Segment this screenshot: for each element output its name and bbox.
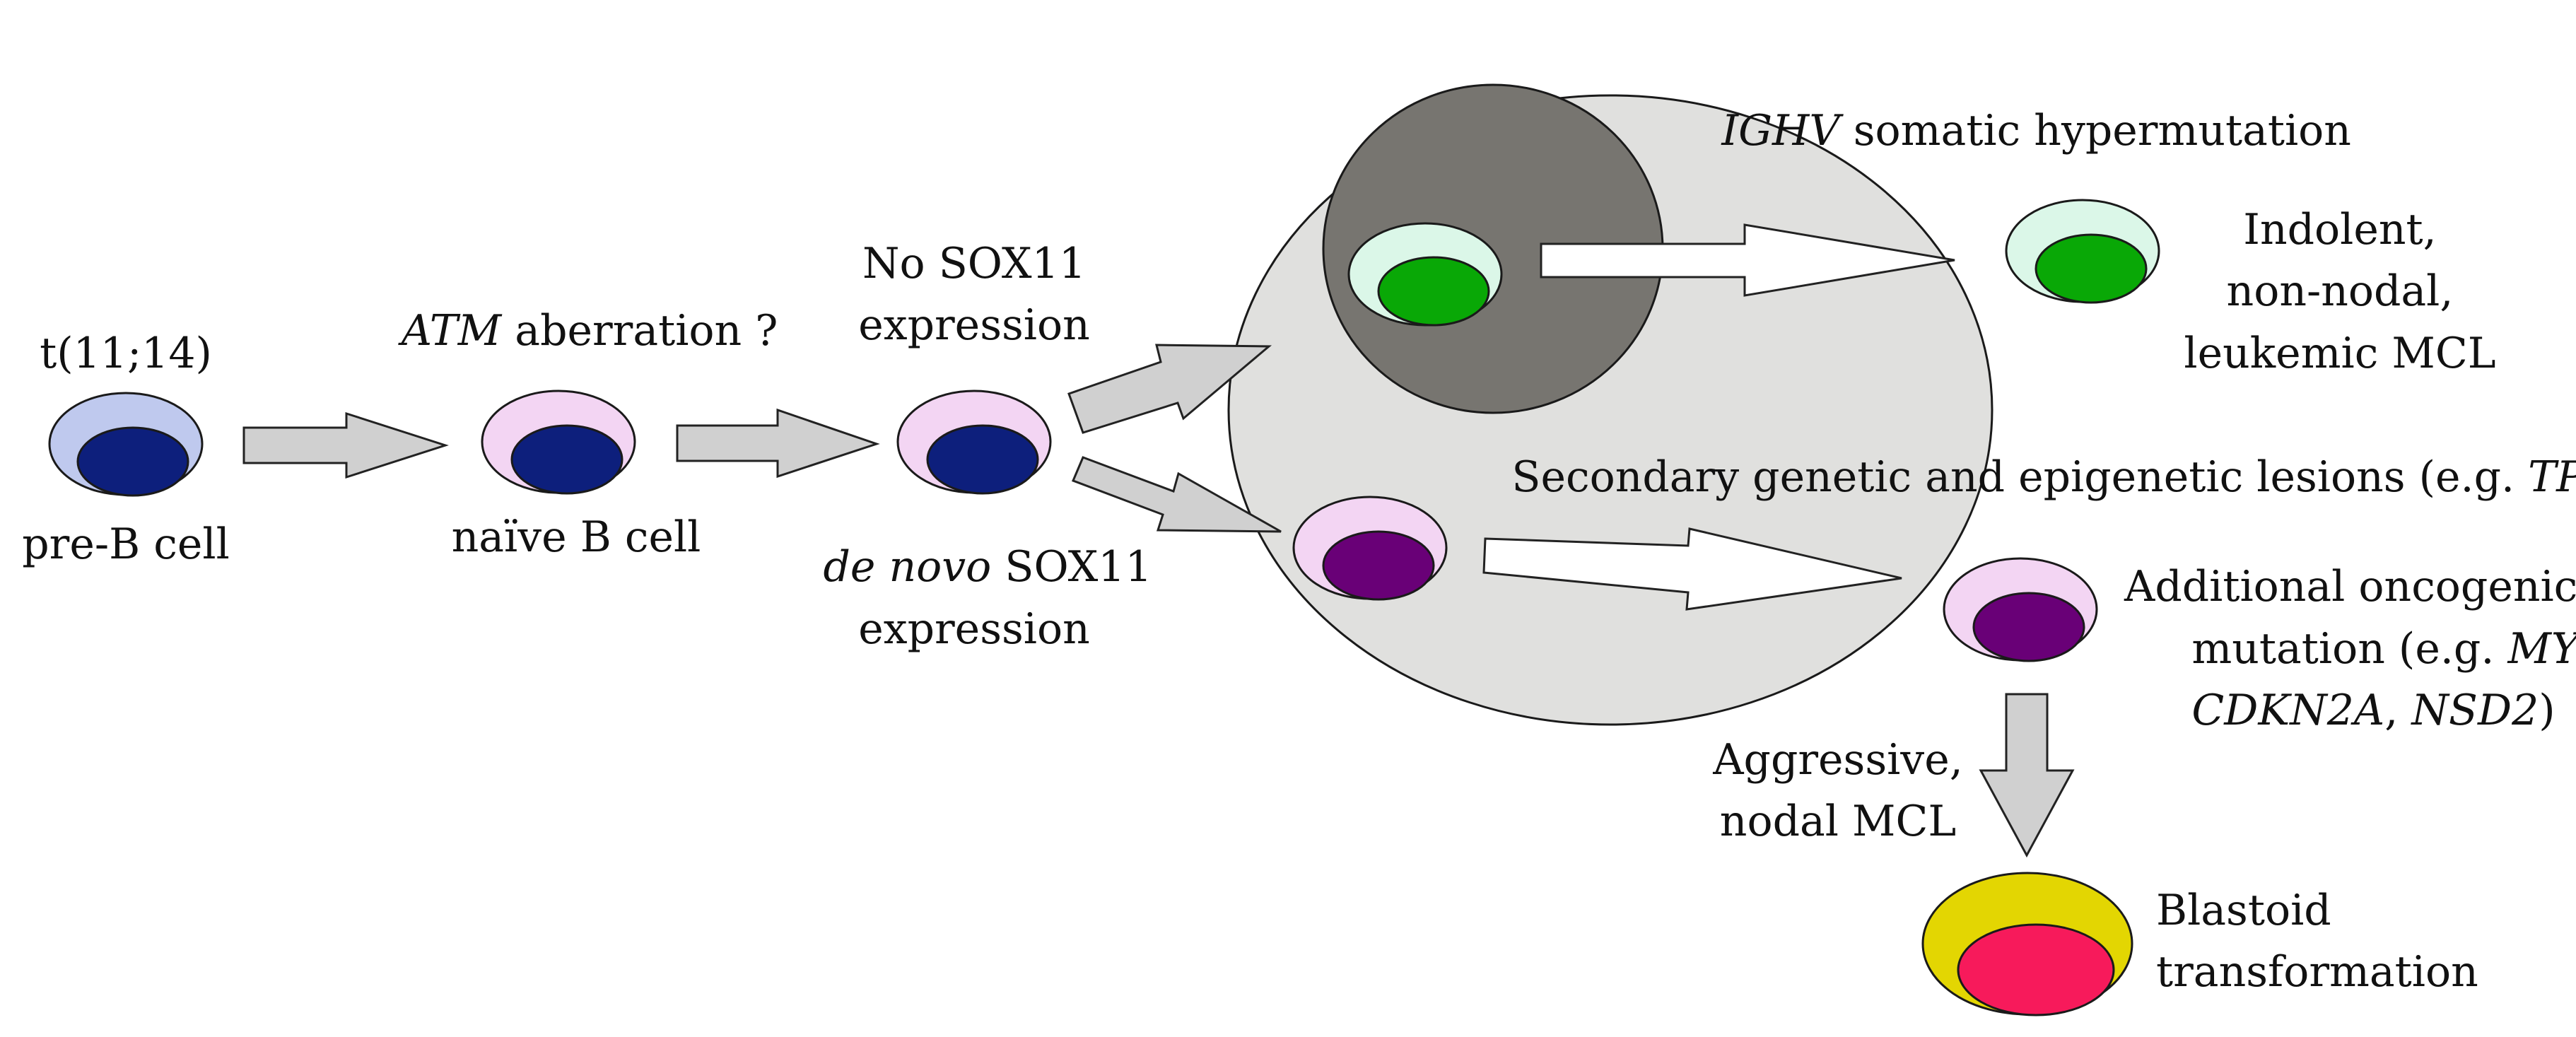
atm-gene-name: ATM [398, 306, 503, 356]
ighv-gene-name: IGHV [1721, 106, 1844, 156]
label-indolent-line3: leukemic MCL [2184, 329, 2495, 378]
label-no-sox11-line2: expression [858, 300, 1089, 350]
label-aggressive-line1: Aggressive, [1712, 735, 1963, 785]
arrow-indolent-path [1540, 223, 1955, 297]
pre-b-cell [48, 392, 204, 497]
label-additional-line1: Additional oncogenic [2124, 562, 2576, 611]
label-denovo-sox11-line2: expression [858, 604, 1089, 654]
pre-b-nucleus [76, 426, 189, 497]
cdkn2a-gene-name: CDKN2A [2191, 686, 2384, 735]
tp53-gene-name: TP53 [2528, 452, 2576, 502]
label-additional-line3: CDKN2A, NSD2) [2124, 686, 2576, 735]
additional-line2-text: mutation (e.g. [2191, 624, 2507, 674]
label-denovo-sox11-line1: de novo SOX11 [756, 542, 1193, 592]
label-t1114: t(11;14) [40, 329, 212, 378]
label-secondary-lesions: Secondary genetic and epigenetic lesions… [1444, 452, 2576, 502]
additional-line3-sep: , [2384, 686, 2411, 735]
myc-gene-name: MYC [2507, 624, 2576, 674]
arrow-naive-to-sox11 [676, 408, 880, 479]
label-aggressive-line2: nodal MCL [1720, 797, 1956, 846]
atm-aberration-text: aberration ? [501, 306, 778, 356]
arrow-pre-b-to-naive [242, 411, 449, 479]
label-blastoid-line2: transformation [2156, 947, 2478, 997]
blastoid-cell [1921, 872, 2133, 1017]
nsd2-gene-name: NSD2 [2410, 686, 2539, 735]
arrow-aggressive-path [1482, 527, 1902, 611]
secondary-lesion-nucleus [1322, 530, 1435, 601]
hypermutated-cell [1347, 222, 1503, 327]
secondary-lesion-cell [1292, 496, 1448, 601]
additional-line3-close: ) [2539, 686, 2555, 735]
blastoid-nucleus [1957, 923, 2115, 1017]
arrow-to-germinal-center-upper [1067, 344, 1272, 434]
label-indolent-line1: Indolent, [2243, 205, 2436, 254]
denovo-sox11: SOX11 [991, 542, 1152, 592]
label-indolent-line2: non-nodal, [2227, 266, 2454, 316]
arrow-down-to-blastoid [1979, 693, 2075, 858]
denovo-italic: de novo [824, 542, 992, 592]
secondary-lesions-text: Secondary genetic and epigenetic lesions… [1511, 452, 2528, 502]
label-ighv-hypermutation: IGHV somatic hypermutation [1654, 106, 2391, 156]
ighv-hypermutation-text: somatic hypermutation [1840, 106, 2351, 156]
indolent-mcl-cell [2005, 199, 2160, 304]
aggressive-mcl-nucleus [1972, 592, 2085, 662]
hypermutated-cell-nucleus [1377, 256, 1490, 327]
aggressive-mcl-cell [1943, 557, 2098, 662]
label-pre-b-cell: pre-B cell [22, 520, 230, 569]
sox11-decision-cell [896, 389, 1052, 495]
sox11-cell-nucleus [926, 424, 1039, 495]
label-no-sox11-line1: No SOX11 [862, 239, 1086, 288]
naive-b-cell [481, 389, 636, 495]
label-atm-aberration: ATM aberration ? [334, 306, 818, 356]
label-naive-b-cell: naïve B cell [452, 512, 701, 562]
label-additional-line2: mutation (e.g. MYC, [2124, 624, 2576, 674]
indolent-mcl-nucleus [2035, 233, 2148, 304]
arrow-to-germinal-center-lower [1072, 456, 1282, 533]
naive-b-nucleus [510, 424, 623, 495]
label-blastoid-line1: Blastoid [2156, 886, 2331, 935]
